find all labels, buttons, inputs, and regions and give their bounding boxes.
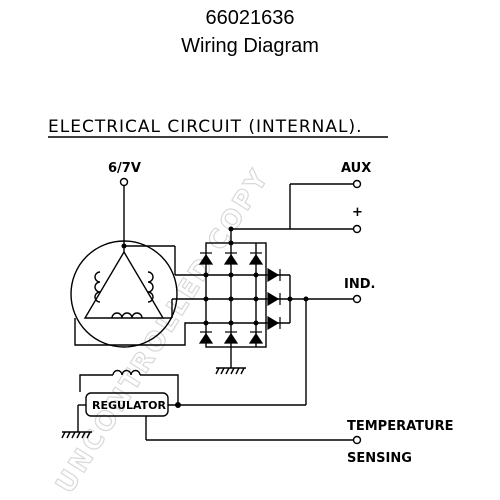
field-coil <box>112 369 141 376</box>
terminal-6-7v <box>119 177 129 187</box>
terminal-ind <box>352 294 362 304</box>
coil-left <box>94 271 101 303</box>
label-temperature: TEMPERATURE <box>347 419 453 434</box>
label-aux: AUX <box>341 161 371 176</box>
stator-triangle <box>83 250 165 319</box>
wire-stator-phase-c <box>74 318 206 346</box>
rectifier-diodes <box>198 252 281 344</box>
circuit-heading: ELECTRICAL CIRCUIT (INTERNAL). <box>48 117 363 137</box>
diagram-subtitle: Wiring Diagram <box>181 35 319 57</box>
label-ind: IND. <box>344 277 375 292</box>
coil-bottom <box>111 312 143 319</box>
coil-right <box>147 271 154 303</box>
rectifier-frame <box>205 242 267 348</box>
terminal-aux <box>352 179 362 189</box>
stator-circle <box>70 240 178 348</box>
watermark: UNCONTROLLED COPY <box>50 163 275 499</box>
label-6-7v: 6/7V <box>108 161 141 176</box>
terminal-temp-sensing <box>352 435 362 445</box>
label-regulator: REGULATOR <box>92 399 166 412</box>
label-sensing: SENSING <box>347 451 412 466</box>
label-plus: + <box>352 205 363 220</box>
part-number: 66021636 <box>205 7 295 29</box>
terminal-plus <box>352 224 362 234</box>
